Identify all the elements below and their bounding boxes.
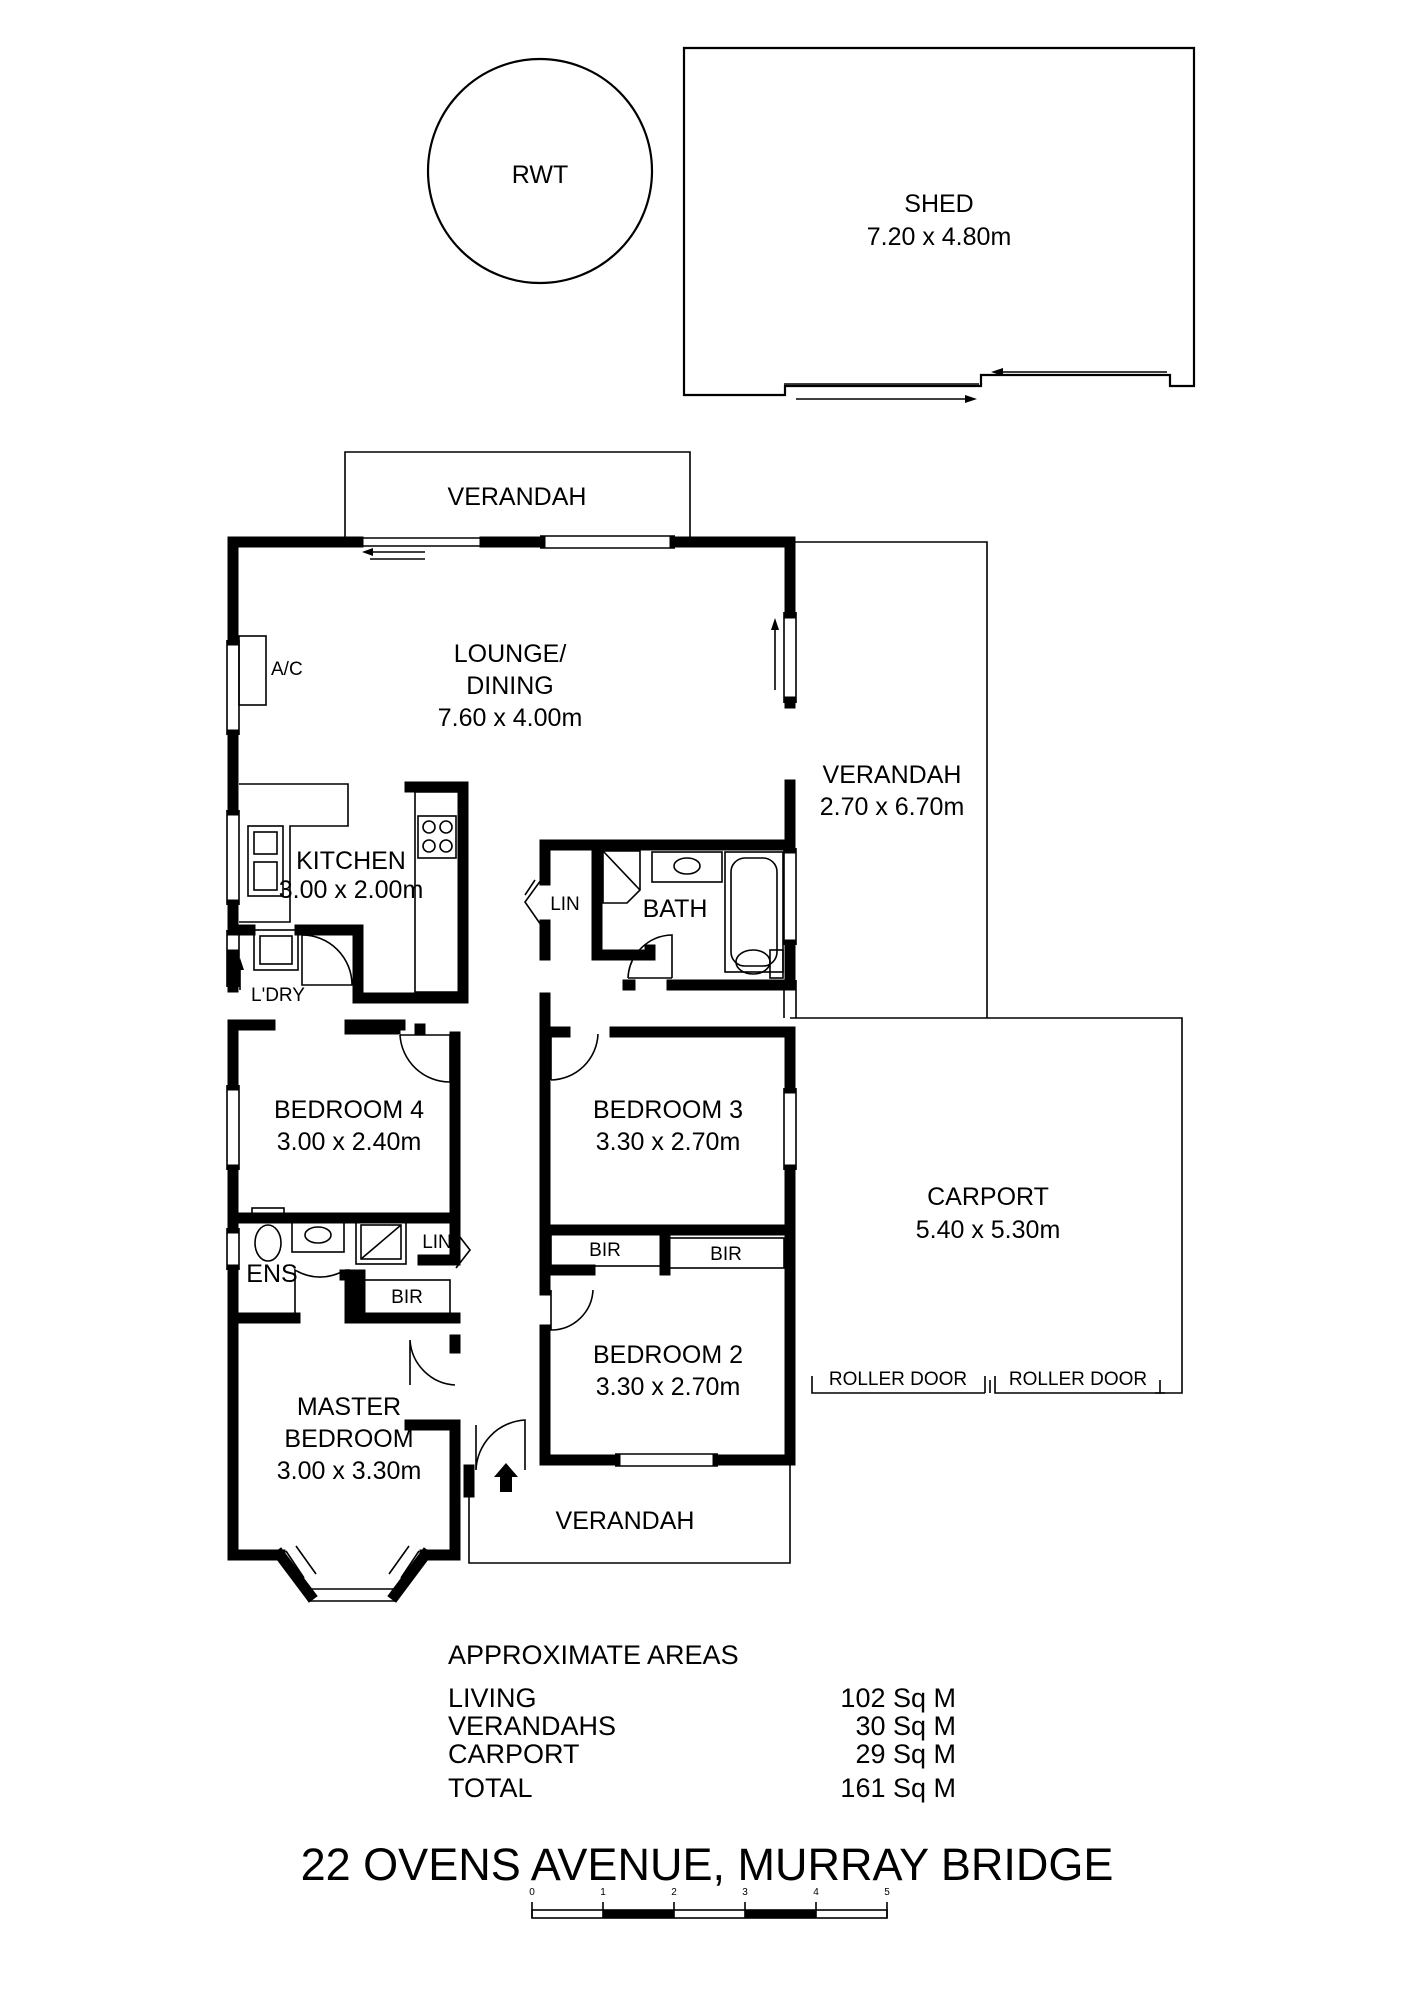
scale-tick-1: 1 [600,1887,606,1898]
scale-tick-2: 2 [671,1887,677,1898]
bath-label: BATH [643,895,708,923]
verandah-top-label: VERANDAH [448,483,587,511]
rainwater-tank: RWT [426,57,654,285]
ens-label: ENS [246,1260,297,1288]
area-value-verandahs: 30 Sq M [855,1711,956,1741]
address-title: 22 OVENS AVENUE, MURRAY BRIDGE [301,1839,1114,1890]
lin-label-2: LIN [422,1232,452,1253]
scale-tick-4: 4 [813,1887,819,1898]
areas-table: APPROXIMATE AREAS LIVING 102 Sq M VERAND… [448,1640,956,1803]
bir-b2-label: BIR [710,1244,742,1265]
bedroom4-label: BEDROOM 4 [274,1096,424,1124]
bir-master-label: BIR [391,1287,423,1308]
master-size: 3.00 x 3.30m [277,1457,422,1485]
scale-tick-3: 3 [742,1887,748,1898]
area-label-total: TOTAL [448,1773,533,1803]
areas-heading: APPROXIMATE AREAS [448,1640,739,1670]
shed: SHED 7.20 x 4.80m [682,46,1196,403]
verandah-outlines [344,451,1183,1564]
lin-label-1: LIN [550,894,580,915]
scale-tick-0: 0 [529,1887,535,1898]
ac-label: A/C [271,659,303,680]
lounge-size: 7.60 x 4.00m [438,704,583,732]
shed-label: SHED [904,190,973,218]
bedroom2-size: 3.30 x 2.70m [596,1373,741,1401]
area-value-carport: 29 Sq M [855,1739,956,1769]
area-label-living: LIVING [448,1683,537,1713]
carport-label: CARPORT [927,1183,1049,1211]
master-label-2: BEDROOM [284,1425,413,1453]
room-labels: VERANDAH LOUNGE/ DINING 7.60 x 4.00m A/C… [246,483,1147,1535]
verandah-front-label: VERANDAH [556,1507,695,1535]
laundry-label: L'DRY [251,985,305,1006]
kitchen-size: 3.00 x 2.00m [279,876,424,904]
bedroom2-label: BEDROOM 2 [593,1341,743,1369]
shed-size: 7.20 x 4.80m [867,223,1012,251]
scale-bar: 0 1 2 3 4 5 [529,1887,890,1919]
bedroom4-size: 3.00 x 2.40m [277,1128,422,1156]
bir-b3-label: BIR [589,1240,621,1261]
roller-door-1-label: ROLLER DOOR [829,1369,967,1390]
windows [226,535,797,1602]
walls [227,536,796,1603]
lounge-label-1: LOUNGE/ [454,640,567,668]
carport-size: 5.40 x 5.30m [916,1216,1061,1244]
bedroom3-label: BEDROOM 3 [593,1096,743,1124]
doors [294,879,673,1492]
verandah-side-size: 2.70 x 6.70m [820,793,965,821]
area-label-carport: CARPORT [448,1739,580,1769]
rwt-label: RWT [512,161,568,189]
bedroom3-size: 3.30 x 2.70m [596,1128,741,1156]
area-label-verandahs: VERANDAHS [448,1711,616,1741]
area-value-living: 102 Sq M [840,1683,956,1713]
area-value-total: 161 Sq M [840,1773,956,1803]
roller-door-2-label: ROLLER DOOR [1009,1369,1147,1390]
verandah-side-label: VERANDAH [823,761,962,789]
master-label-1: MASTER [297,1393,401,1421]
lounge-label-2: DINING [466,672,554,700]
fixtures [238,635,1165,1394]
kitchen-label: KITCHEN [296,847,406,875]
scale-tick-5: 5 [884,1887,890,1898]
